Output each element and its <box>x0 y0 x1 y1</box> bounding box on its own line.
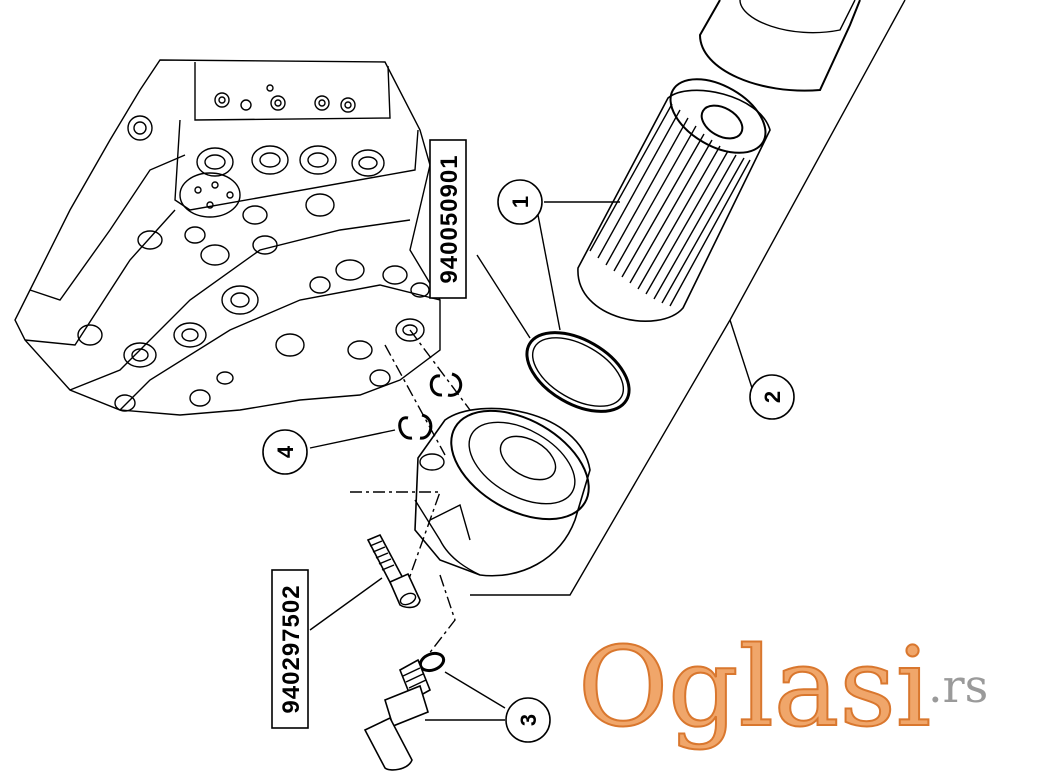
callout-2-label: 2 <box>760 391 785 403</box>
bolt <box>366 533 421 609</box>
fitting-assembly <box>363 651 446 771</box>
oglasi-watermark-logo: Oglasi .rs <box>577 622 988 752</box>
callout-2: 2 <box>749 374 795 420</box>
callout-1-label: 1 <box>508 196 533 208</box>
part-number-940297502: 940297502 <box>271 569 309 729</box>
assembly-centerlines <box>350 329 471 656</box>
small-o-rings <box>398 372 463 440</box>
callout-4-label: 4 <box>273 445 298 458</box>
valve-block-housing <box>14 59 441 416</box>
port-holes <box>77 84 430 412</box>
watermark-brand: Oglasi <box>578 623 931 751</box>
part-number-940050901-label: 940050901 <box>436 154 463 283</box>
callout-4: 4 <box>262 429 308 475</box>
filter-element <box>577 78 771 322</box>
filter-o-ring <box>525 331 631 413</box>
watermark-suffix: .rs <box>928 659 988 713</box>
filter-housing-cup <box>698 0 861 92</box>
part-number-940297502-label: 940297502 <box>278 584 305 713</box>
filter-pleats <box>589 103 751 307</box>
callout-1: 1 <box>497 179 543 225</box>
leader-lines <box>309 0 906 721</box>
part-number-940050901: 940050901 <box>429 139 467 299</box>
callout-3-label: 3 <box>516 714 541 726</box>
filter-head <box>414 407 591 577</box>
callout-3: 3 <box>505 697 551 743</box>
